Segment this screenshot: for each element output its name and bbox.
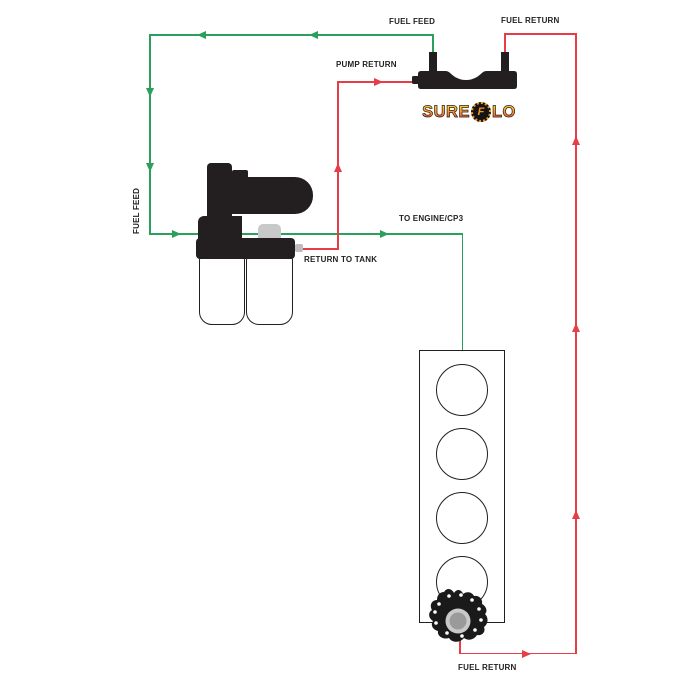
sump-return-port (501, 52, 509, 74)
sump-feed-port (429, 52, 437, 74)
lift-pump-motor (229, 177, 313, 214)
lift-pump-motor-tab (232, 170, 248, 180)
flow-arrow-right-icon (374, 78, 383, 86)
label-fuel-return-bottom: FUEL RETURN (458, 663, 517, 672)
fuel-filter-canister (199, 256, 245, 325)
label-pump-return: PUMP RETURN (336, 60, 397, 69)
sureflo-fuel-sump (412, 52, 517, 89)
flow-arrow-up-icon (572, 323, 580, 332)
fuel-return-line-top (504, 33, 577, 35)
flow-arrow-right-icon (522, 650, 531, 658)
fuel-return-line-bottom (460, 652, 577, 655)
logo-gear-badge-icon: F (470, 102, 491, 122)
flow-arrow-up-icon (572, 510, 580, 519)
logo-word-end: LO (491, 103, 516, 122)
return-port-nub (295, 244, 303, 252)
flow-arrow-up-icon (334, 163, 342, 172)
fuel-return-line-sump-drop (504, 33, 506, 52)
logo-word-start: SURE (422, 103, 470, 122)
sump-side-nub (412, 76, 419, 84)
cp3-injection-pump (429, 589, 488, 642)
flow-arrow-left-icon (309, 31, 318, 39)
to-engine-line-drop (461, 233, 464, 351)
fuel-return-line-right (575, 33, 577, 654)
fuel-feed-line-top (149, 34, 434, 36)
flow-arrow-up-icon (572, 136, 580, 145)
flow-arrow-left-icon (197, 31, 206, 39)
to-engine-line (149, 233, 463, 235)
return-to-tank-line (302, 248, 339, 250)
fuel-filter-canister (246, 256, 293, 325)
sump-body (418, 71, 517, 89)
label-to-engine-cp3: TO ENGINE/CP3 (399, 214, 464, 223)
label-return-to-tank: RETURN TO TANK (304, 255, 378, 264)
label-fuel-feed-top: FUEL FEED (389, 17, 436, 26)
flow-arrow-right-icon (380, 230, 389, 238)
sureflo-logo: SURE F LO (417, 101, 521, 123)
fuel-feed-line-left (149, 34, 151, 234)
flow-arrow-right-icon (172, 230, 181, 238)
cylinder-bore (436, 428, 488, 480)
cp3-return-drop (459, 640, 461, 654)
cp3-bolts (433, 593, 483, 638)
logo-badge-letter: F (477, 105, 485, 118)
label-fuel-return-top: FUEL RETURN (501, 16, 560, 25)
cylinder-bore (436, 364, 488, 416)
cylinder-bore (436, 492, 488, 544)
flow-arrow-down-icon (146, 163, 154, 172)
label-fuel-feed-left: FUEL FEED (132, 187, 141, 234)
fuel-feed-line-sump-drop (432, 34, 434, 52)
flow-arrow-down-icon (146, 88, 154, 97)
cp3-gear-center (449, 612, 467, 630)
lift-pump-base (196, 238, 295, 259)
